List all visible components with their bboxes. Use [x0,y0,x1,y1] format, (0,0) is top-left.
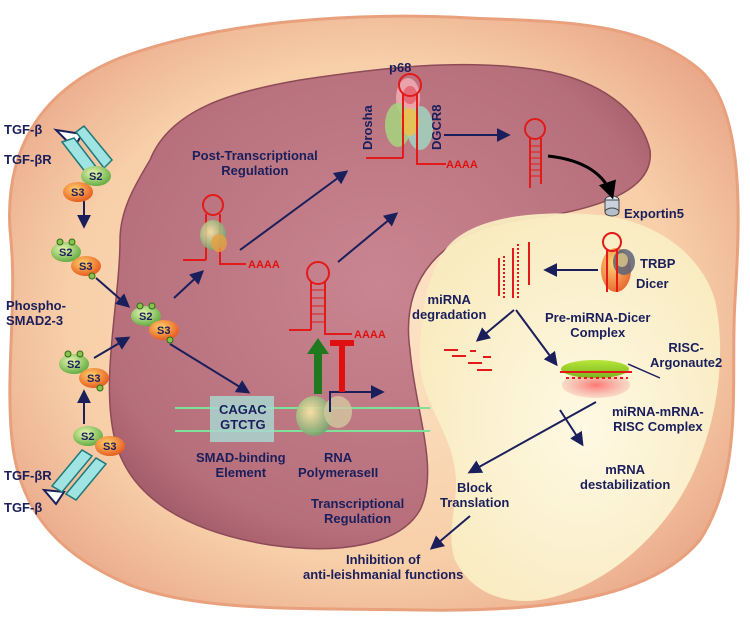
aaaa-left-label: AAAA [248,259,280,271]
mrna-destabilization-label: mRNA destabilization [580,462,671,492]
block-translation-label: Block Translation [440,480,510,510]
smad-pair-phospho-1 [51,238,101,280]
green-activation-arrow [307,338,329,394]
p68-label: p68 [389,60,412,75]
s3-label-1: S3 [71,187,85,199]
smad-pair-center [131,302,179,344]
smad-pair-top [63,166,111,202]
s3-label-3: S3 [157,325,171,337]
drosha-blob-left [200,220,227,252]
red-inhibition-bar [330,340,354,392]
degraded-mirna-fragments [444,349,492,371]
microprocessor-complex [385,78,433,150]
s3-label-5: S3 [103,441,117,453]
pre-mirna-dicer-label: Pre-miRNA-Dicer Complex [545,310,651,340]
mirna-degradation-label: miRNA degradation [412,292,487,322]
aaaa-mid-label: AAAA [354,329,386,341]
cagac-gtctg-label: CAGAC GTCTG [219,402,267,432]
s2-label-1: S2 [89,171,103,183]
exportin5-pore [604,195,620,217]
cytoplasm-region [420,213,721,601]
aaaa-top-label: AAAA [446,159,478,171]
inhibition-label: Inhibition of anti-leishmanial functions [303,552,464,582]
s3-label-2: S3 [79,261,93,273]
trbp-label: TRBP [640,256,676,271]
pathway-arrows [77,128,598,550]
smad-pair-phospho-2 [59,350,109,392]
tgf-beta-r-bottom-label: TGF-βR [4,468,52,483]
mirna-mrna-risc-label: miRNA-mRNA- RISC Complex [612,404,704,434]
post-transcriptional-label: Post-Transcriptional Regulation [192,148,318,178]
pre-mirna-top-right [524,118,546,188]
tgf-beta-receptor-bottom [41,449,108,506]
risc-argonaute-label: RISC- Argonaute2 [650,340,723,370]
phospho-smad-label: Phospho- SMAD2-3 [6,298,66,328]
tgf-beta-r-top-label: TGF-βR [4,152,52,167]
dicer-label: Dicer [636,276,669,291]
s2-label-2: S2 [59,247,73,259]
export-arrow [547,154,616,200]
pri-mirna-top [366,73,446,165]
smad-binding-element-label: SMAD-binding Element [196,450,286,480]
s2-label-4: S2 [67,359,81,371]
smad-binding-box [210,396,274,442]
rna-polymerase-label: RNA PolymeraseII [298,450,379,480]
exportin5-label: Exportin5 [624,206,684,221]
s3-label-4: S3 [87,373,101,385]
pri-mirna-hairpin-middle [289,261,352,335]
transcription-start-arrow [329,385,385,412]
drosha-label: Drosha [360,105,375,150]
transcriptional-regulation-label: Transcriptional Regulation [311,496,405,526]
risc-complex [560,360,661,398]
s2-label-5: S2 [81,431,95,443]
pre-mirna-dicer [602,232,622,292]
dgcr8-label: DGCR8 [429,104,444,150]
mirna-duplexes [498,242,530,300]
tgf-beta-top-label: TGF-β [4,122,43,137]
smad-pair-bottom [73,426,125,456]
s2-label-3: S2 [139,311,153,323]
tgf-beta-bottom-label: TGF-β [4,500,43,515]
